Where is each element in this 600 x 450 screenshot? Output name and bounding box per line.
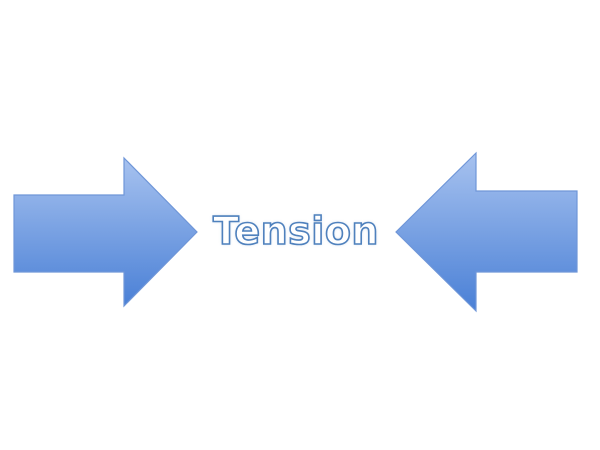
left-pointing-arrow-icon <box>395 151 578 313</box>
right-pointing-arrow-icon <box>13 156 198 308</box>
tension-label: Tension <box>212 208 379 254</box>
